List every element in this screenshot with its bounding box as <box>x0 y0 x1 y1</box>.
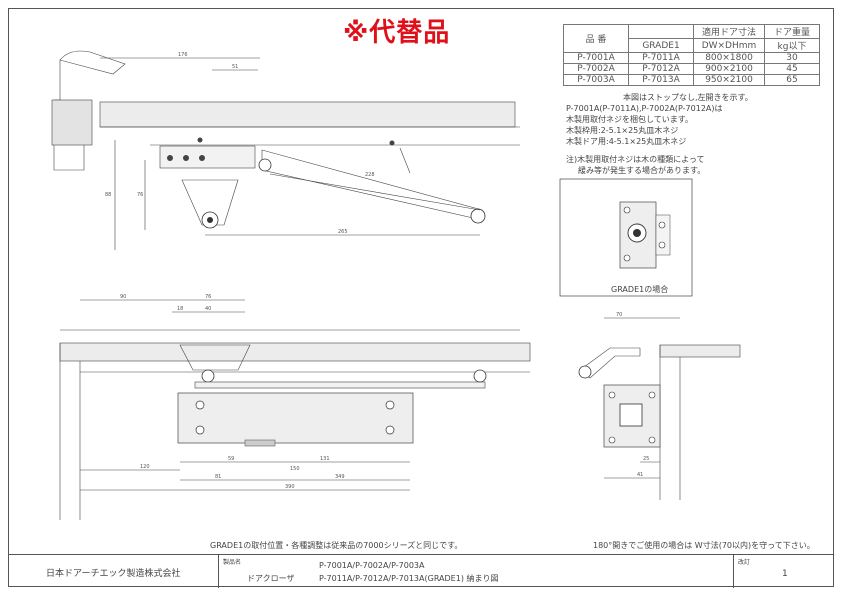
dim-label: 131 <box>320 456 330 462</box>
label-revision: 改訂 <box>738 559 751 566</box>
dim-label: 59 <box>228 456 234 462</box>
dim-label: 176 <box>178 52 188 58</box>
bottom-note-right: 180°開きでご使用の場合は W寸法(70以内)を守って下さい。 <box>593 541 815 550</box>
dim-label: 265 <box>338 229 348 235</box>
note-line2: P-7001A(P-7011A),P-7002A(P-7012A)は <box>566 104 723 113</box>
substitute-title: ※代替品 <box>343 18 451 48</box>
note-line4: 木製枠用:2-5.1×25丸皿木ネジ <box>566 126 679 135</box>
spec-cell: 950×2100 <box>693 74 765 86</box>
top-elevation-view: 176 51 228 265 76 88 <box>51 50 520 250</box>
dim-label: 88 <box>105 192 111 198</box>
spec-cell: P-7013A <box>628 74 694 86</box>
dim-label: 390 <box>285 484 295 490</box>
dim-label: 18 <box>177 306 183 312</box>
bottom-note-left: GRADE1の取付位置・各種調整は従来品の7000シリーズと同じです。 <box>210 541 463 550</box>
spec-row: P-7001A P-7011A 800×1800 30 <box>563 52 820 64</box>
dim-label: 150 <box>290 466 300 472</box>
dim-label: 349 <box>335 474 345 480</box>
label-product-name: 製品名 <box>223 559 242 566</box>
spec-table: 品 番 適用ドア寸法 ドア重量 GRADE1 DW×DHmm kg以下 P-70… <box>563 24 820 86</box>
dim-label: 41 <box>637 472 643 478</box>
drawing-frame <box>8 8 834 587</box>
grade1-inset <box>559 178 693 297</box>
spec-cell: 65 <box>764 74 820 86</box>
note-caution2: 緩み等が発生する場合があります。 <box>578 166 706 175</box>
title-block-rev-cell: 改訂 1 <box>733 555 834 588</box>
product-type: ドアクローザ <box>247 574 295 583</box>
page-number: 1 <box>782 569 788 579</box>
spec-row: P-7003A P-7013A 950×2100 65 <box>563 74 820 86</box>
grade-inset-caption: GRADE1の場合 <box>611 285 669 294</box>
dim-label: 76 <box>205 294 211 300</box>
note-caution1: 注)木製用取付ネジは木の種類によって <box>566 155 705 164</box>
detail-view-180: 70 25 41 <box>578 312 741 500</box>
note-line5: 木製ドア用:4-5.1×25丸皿木ネジ <box>566 137 687 146</box>
dim-label: 120 <box>140 464 150 470</box>
dim-label: 90 <box>120 294 126 300</box>
dim-label: 81 <box>215 474 221 480</box>
note-line1: 本図はストップなし,左開きを示す。 <box>623 93 753 102</box>
dim-label: 228 <box>365 172 375 178</box>
note-line3: 木製用取付ネジを梱包しています。 <box>566 115 693 124</box>
dim-label: 40 <box>205 306 211 312</box>
title-block: 日本ドアーチエック製造株式会社 製品名 P-7001A/P-7002A/P-70… <box>8 554 834 588</box>
dim-label: 25 <box>643 456 649 462</box>
dim-label: 76 <box>137 192 143 198</box>
plan-view: 90 76 18 40 59 150 131 120 81 349 390 <box>59 294 531 520</box>
spec-row: P-7002A P-7012A 900×2100 45 <box>563 63 820 75</box>
title-block-product-cell: 製品名 P-7001A/P-7002A/P-7003A ドアクローザ P-701… <box>218 555 598 588</box>
models-line2: P-7011A/P-7012A/P-7013A(GRADE1) 納まり図 <box>319 574 499 583</box>
company-name: 日本ドアーチエック製造株式会社 <box>46 569 181 579</box>
models-line1: P-7001A/P-7002A/P-7003A <box>319 561 425 570</box>
dim-label: 51 <box>232 64 238 70</box>
dim-label: 70 <box>616 312 622 318</box>
